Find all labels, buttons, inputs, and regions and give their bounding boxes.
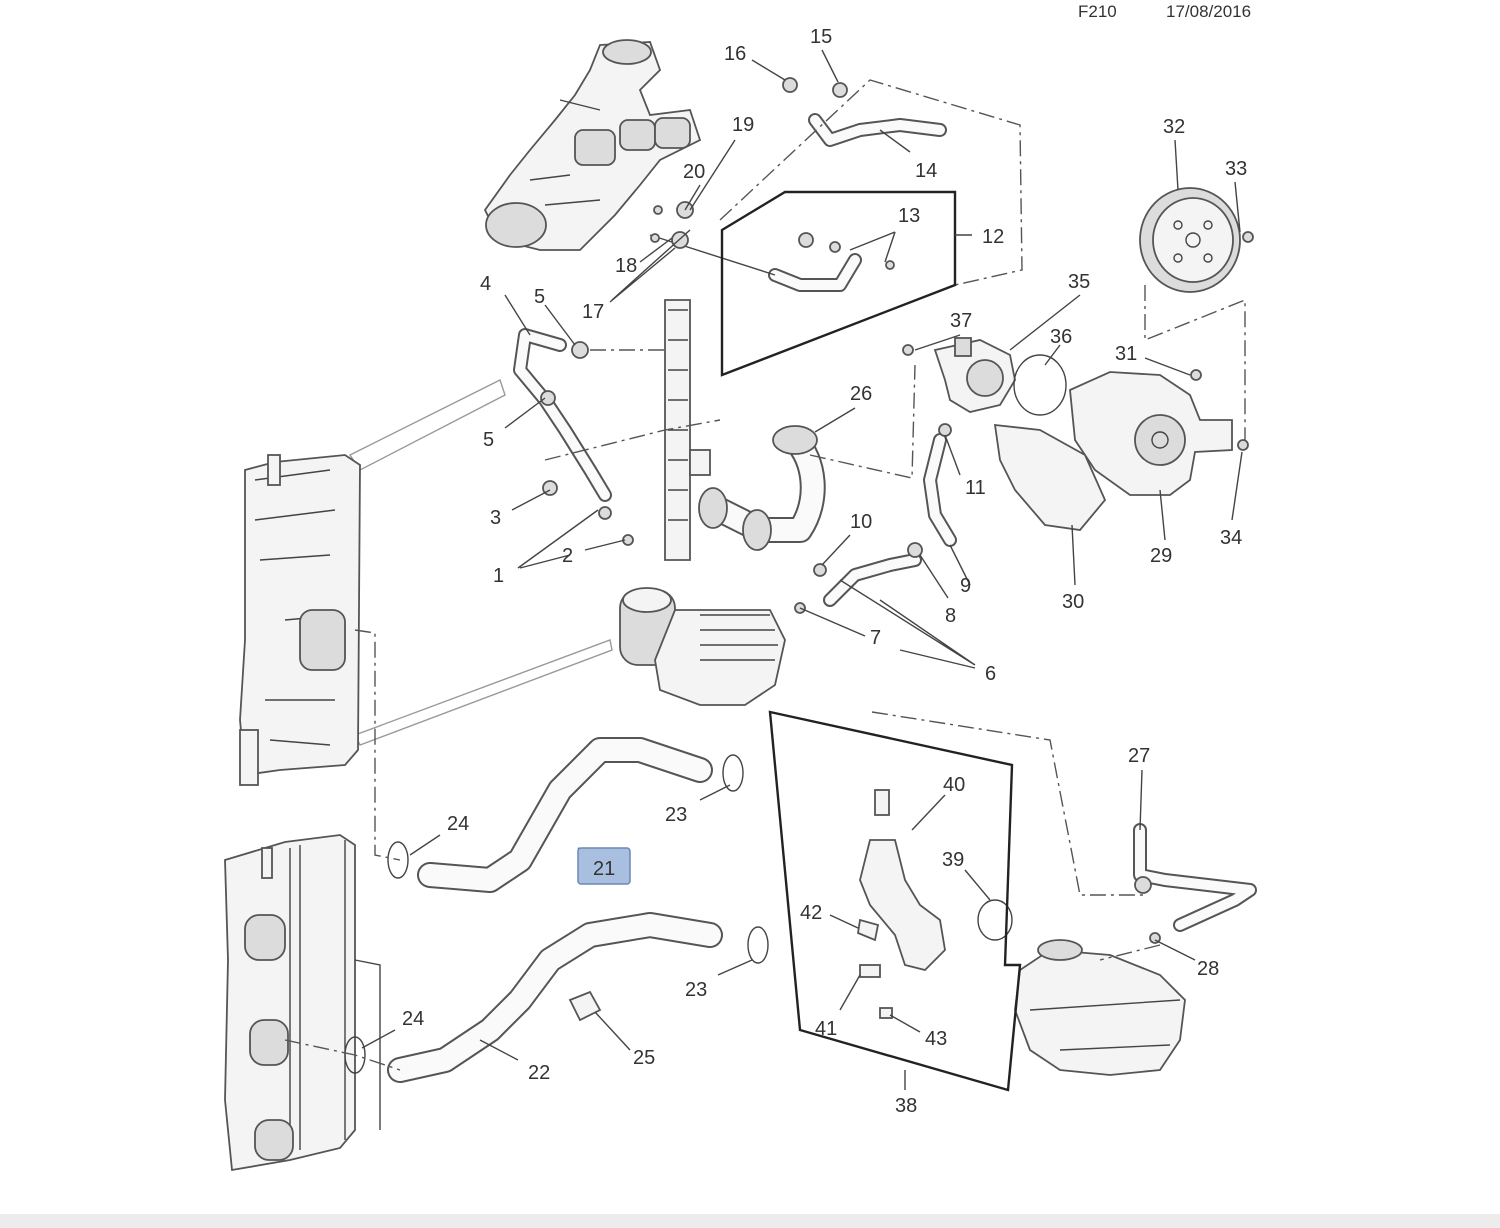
lower-radiator-hose	[387, 912, 723, 1083]
callout-31[interactable]: 31	[1115, 343, 1137, 365]
callout-15[interactable]: 15	[810, 26, 832, 48]
callout-7[interactable]: 7	[870, 627, 881, 649]
box-38	[768, 710, 1022, 1092]
callout-11[interactable]: 11	[965, 477, 986, 499]
callout-3[interactable]: 3	[490, 507, 501, 529]
oil-cooler	[619, 587, 786, 706]
callout-33[interactable]: 33	[1225, 158, 1247, 180]
callout-37[interactable]: 37	[950, 310, 972, 332]
callout-30[interactable]: 30	[1062, 591, 1084, 613]
callout-24-upper[interactable]: 24	[447, 813, 469, 835]
pulley	[1139, 187, 1241, 293]
callout-26[interactable]: 26	[850, 383, 872, 405]
highlight-21	[577, 847, 631, 885]
turbocharger	[483, 39, 702, 251]
intake-hose	[698, 425, 826, 551]
turbo-return-pipe	[649, 234, 862, 292]
callout-24-lower[interactable]: 24	[402, 1008, 424, 1030]
leader-lines	[361, 49, 1243, 1061]
callout-20[interactable]: 20	[683, 161, 705, 183]
assembly-reference-lines	[284, 79, 1246, 1071]
callout-13[interactable]: 13	[898, 205, 920, 227]
callout-8[interactable]: 8	[945, 605, 956, 627]
callout-25[interactable]: 25	[633, 1047, 655, 1069]
callout-42[interactable]: 42	[800, 902, 822, 924]
callout-2[interactable]: 2	[562, 545, 573, 567]
callout-12[interactable]: 12	[982, 226, 1004, 248]
radiator-lower	[224, 834, 381, 1172]
callout-5-upper[interactable]: 5	[534, 286, 545, 308]
callout-1[interactable]: 1	[493, 565, 504, 587]
hose-clamps	[344, 754, 769, 1074]
callout-22[interactable]: 22	[528, 1062, 550, 1084]
callout-4[interactable]: 4	[480, 273, 491, 295]
thermostat-housing	[933, 337, 1067, 416]
diagram-code: F210	[1078, 2, 1117, 21]
callout-27[interactable]: 27	[1128, 745, 1150, 767]
upper-radiator-hose	[417, 737, 713, 893]
callout-18[interactable]: 18	[615, 255, 637, 277]
callout-5-lower[interactable]: 5	[483, 429, 494, 451]
callout-29[interactable]: 29	[1150, 545, 1172, 567]
callout-19[interactable]: 19	[732, 114, 754, 136]
callout-43[interactable]: 43	[925, 1028, 947, 1050]
bottom-bar	[0, 1214, 1500, 1228]
callout-41[interactable]: 41	[815, 1018, 837, 1040]
callout-39[interactable]: 39	[942, 849, 964, 871]
bypass-hose	[513, 328, 612, 502]
callout-labels: 1 2 3 4 5 5 6 7 8 9 10 11 12 13 14 15 16…	[402, 26, 1247, 1117]
water-pump	[993, 371, 1233, 531]
callout-23-lower[interactable]: 23	[685, 979, 707, 1001]
callout-6[interactable]: 6	[985, 663, 996, 685]
callout-38[interactable]: 38	[895, 1095, 917, 1117]
expansion-tank	[1014, 823, 1257, 1076]
turbo-coolant-line	[808, 113, 947, 147]
radiator-column	[664, 299, 711, 561]
callout-17[interactable]: 17	[582, 301, 604, 323]
callout-14[interactable]: 14	[915, 160, 937, 182]
callout-21[interactable]: 21	[593, 858, 615, 880]
box-12	[720, 190, 972, 377]
radiator-upper	[239, 379, 613, 786]
coolant-outlet	[857, 789, 1013, 1019]
callout-16[interactable]: 16	[724, 43, 746, 65]
callout-40[interactable]: 40	[943, 774, 965, 796]
heater-hose	[823, 433, 957, 607]
callout-34[interactable]: 34	[1220, 527, 1242, 549]
callout-32[interactable]: 32	[1163, 116, 1185, 138]
callout-36[interactable]: 36	[1050, 326, 1072, 348]
callout-23-upper[interactable]: 23	[665, 804, 687, 826]
callout-9[interactable]: 9	[960, 575, 971, 597]
diagram-date: 17/08/2016	[1166, 2, 1252, 21]
callout-35[interactable]: 35	[1068, 271, 1090, 293]
hardware	[540, 77, 1254, 944]
callout-10[interactable]: 10	[850, 511, 872, 533]
callout-28[interactable]: 28	[1197, 958, 1219, 980]
